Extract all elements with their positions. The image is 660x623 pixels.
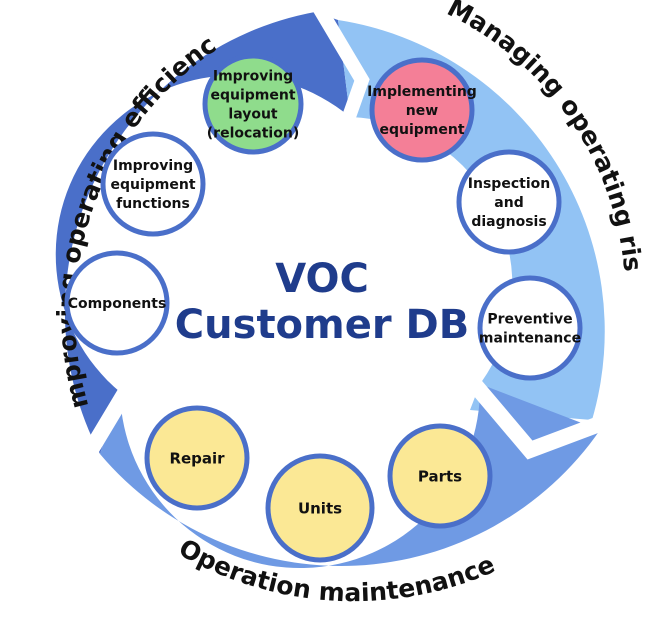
node-circle-units — [265, 453, 375, 563]
node-label-improving-equipment-functions-line-3: functions — [116, 196, 190, 212]
node-circle-preventive-maintenance — [477, 275, 583, 381]
center-title-line2: Customer DB — [175, 302, 469, 348]
segment-operation-maintenance — [100, 384, 600, 569]
node-preventive-maintenance: Preventive maintenance — [477, 275, 583, 381]
node-repair: Repair — [144, 405, 250, 511]
node-label-improving-equipment-functions-line-1: Improving — [113, 158, 193, 174]
node-parts: Parts — [387, 423, 493, 529]
node-layer: Improvingequipmentlayout(relocation)Impr… — [64, 53, 583, 563]
node-circle-inspection-and-diagnosis — [456, 149, 562, 255]
node-label-implementing-new-equipment-line-3: equipment — [379, 122, 464, 138]
node-label-components-line-1: Components — [68, 296, 167, 312]
center-disc — [159, 137, 485, 463]
node-circle-parts — [387, 423, 493, 529]
node-label-improving-equipment-functions-line-2: equipment — [110, 177, 195, 193]
node-label-preventive-maintenance-line-1: Preventive — [487, 311, 572, 327]
node-label-improving-equipment-layout-line-3: layout — [228, 106, 278, 122]
node-inspection-and-diagnosis: Inspection and diagnosis — [456, 149, 562, 255]
node-label-inspection-and-diagnosis-line-3: diagnosis — [471, 214, 546, 230]
node-label-improving-equipment-layout-line-4: (relocation) — [207, 125, 299, 141]
node-label-improving-equipment-layout-line-1: Improving — [213, 69, 293, 85]
node-label-parts-line-1: Parts — [418, 467, 462, 485]
node-circle-improving-equipment-functions — [100, 131, 206, 237]
node-components: Components — [64, 250, 170, 356]
node-label-implementing-new-equipment-line-2: new — [406, 103, 438, 119]
node-label-preventive-maintenance-line-2: maintenance — [479, 330, 581, 346]
node-circle-components — [64, 250, 170, 356]
node-label-improving-equipment-layout-line-2: equipment — [210, 87, 295, 103]
node-label-inspection-and-diagnosis-line-1: Inspection — [468, 176, 550, 192]
node-improving-equipment-layout: Improving equipment layout (relocation) — [202, 53, 304, 155]
node-circle-implementing-new-equipment — [369, 57, 475, 163]
center-title-line1: VOC — [275, 256, 369, 302]
node-circle-repair — [144, 405, 250, 511]
separator-top — [311, 2, 370, 131]
node-circle-improving-equipment-layout — [202, 53, 304, 155]
node-label-inspection-and-diagnosis-line-2: and — [494, 195, 523, 211]
node-implementing-new-equipment: Implementing new equipment — [367, 57, 477, 163]
segment-improving-operating-efficiency — [55, 12, 351, 454]
separator-left — [73, 367, 178, 473]
node-label-repair-line-1: Repair — [169, 449, 225, 467]
node-label-units-line-1: Units — [298, 499, 342, 517]
node-units: Units — [265, 453, 375, 563]
node-improving-equipment-functions: Improving equipment functions — [100, 131, 206, 237]
separator-right — [468, 379, 613, 460]
node-label-implementing-new-equipment-line-1: Implementing — [367, 84, 477, 100]
